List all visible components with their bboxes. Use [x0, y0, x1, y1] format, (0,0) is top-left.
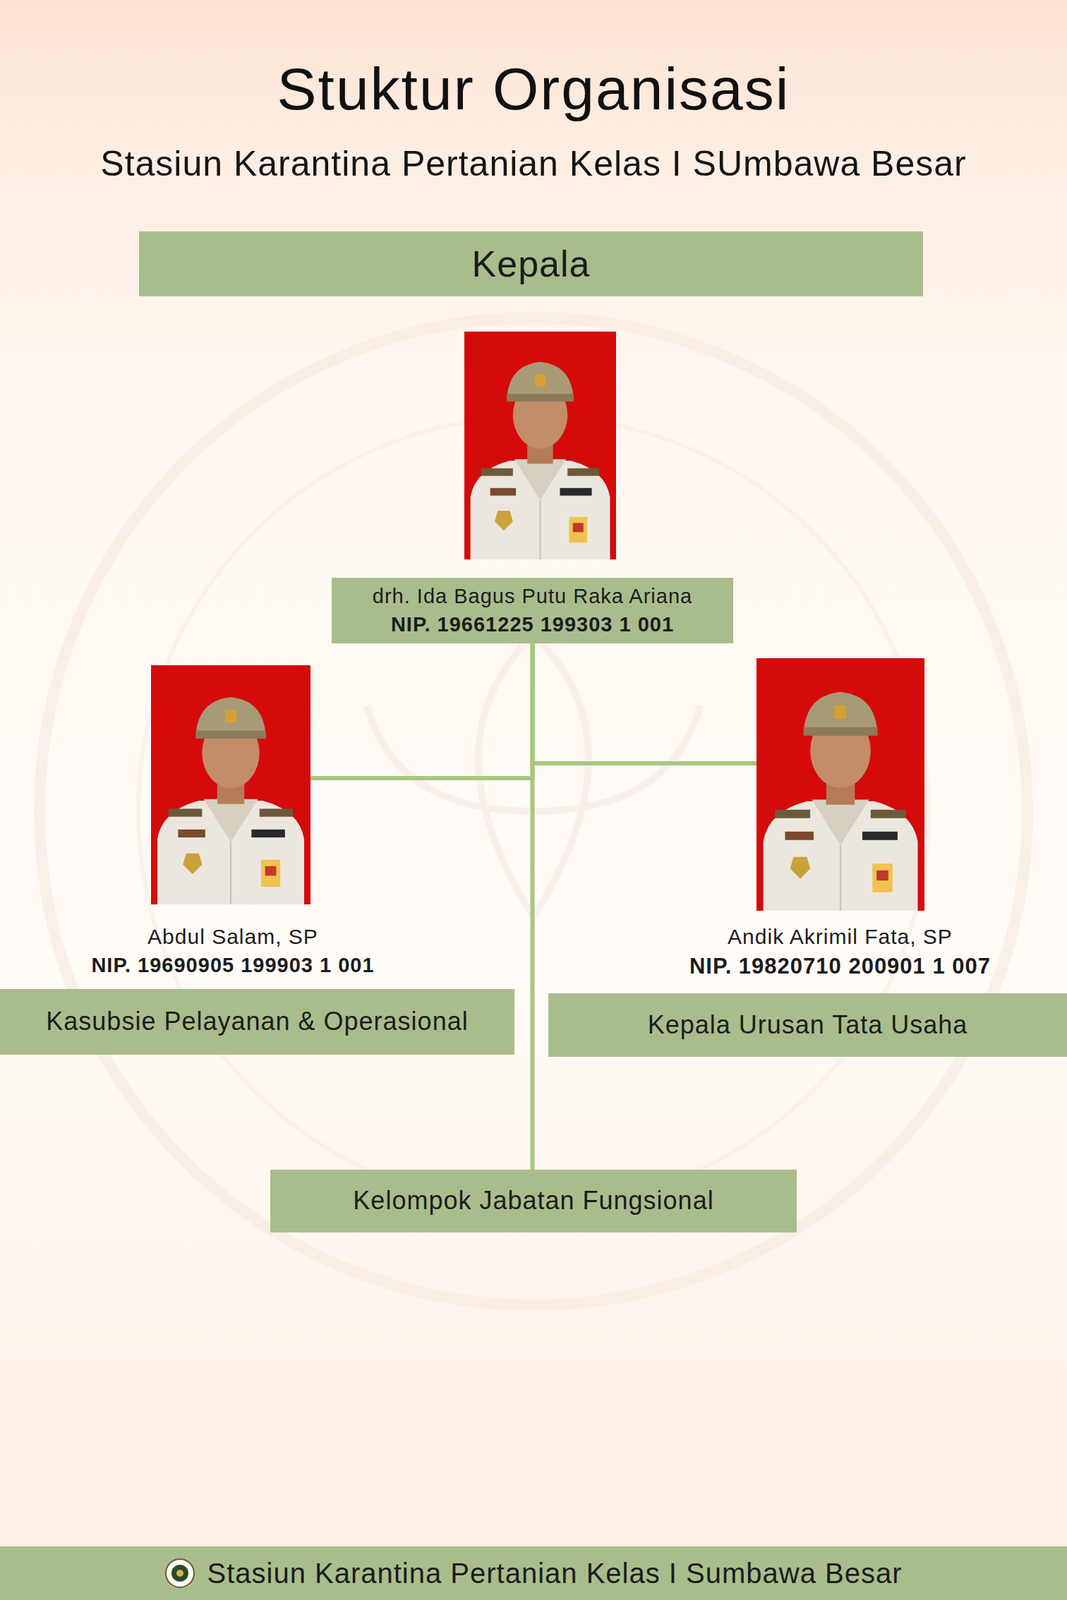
footer-band: Stasiun Karantina Pertanian Kelas I Sumb… — [0, 1546, 1067, 1600]
footer-logo — [164, 1558, 196, 1590]
nip-number: NIP. 19661225 199303 1 001 — [390, 611, 674, 639]
unit-heading: Kepala — [472, 239, 591, 289]
portrait-photo — [464, 331, 617, 560]
position-bar: Kepala Urusan Tata Usaha — [548, 993, 1067, 1058]
position-bar: Kasubsie Pelayanan & Operasional — [0, 989, 515, 1056]
portrait-photo — [756, 658, 925, 912]
page-subtitle: Stasiun Karantina Pertanian Kelas I SUmb… — [0, 143, 1067, 185]
group-title: Kelompok Jabatan Fungsional — [352, 1184, 714, 1219]
position-title: Kasubsie Pelayanan & Operasional — [45, 1004, 468, 1040]
footer-text: Stasiun Karantina Pertanian Kelas I Sumb… — [206, 1554, 902, 1593]
nip-number: NIP. 19820710 200901 1 007 — [613, 951, 1067, 982]
position-box: Andik Akrimil Fata, SPNIP. 19820710 2009… — [548, 923, 1067, 1058]
watermark-emblem — [39, 317, 1028, 1306]
org-connector — [530, 643, 535, 1171]
portrait-photo — [151, 665, 311, 905]
person-name: Andik Akrimil Fata, SP — [613, 923, 1067, 952]
page-title: Stuktur Organisasi — [0, 55, 1067, 124]
org-box: Kelompok Jabatan Fungsional — [270, 1170, 797, 1233]
org-box: drh. Ida Bagus Putu Raka ArianaNIP. 1966… — [331, 577, 734, 644]
nip-number: NIP. 19690905 199903 1 001 — [0, 951, 466, 980]
person-name: drh. Ida Bagus Putu Raka Ariana — [372, 582, 693, 611]
position-title: Kepala Urusan Tata Usaha — [647, 1008, 969, 1044]
position-box: Abdul Salam, SPNIP. 19690905 199903 1 00… — [0, 923, 515, 1056]
org-connector — [532, 643, 758, 764]
org-connector — [310, 643, 533, 779]
person-name: Abdul Salam, SP — [0, 923, 466, 952]
org-box: Kepala — [139, 231, 924, 297]
